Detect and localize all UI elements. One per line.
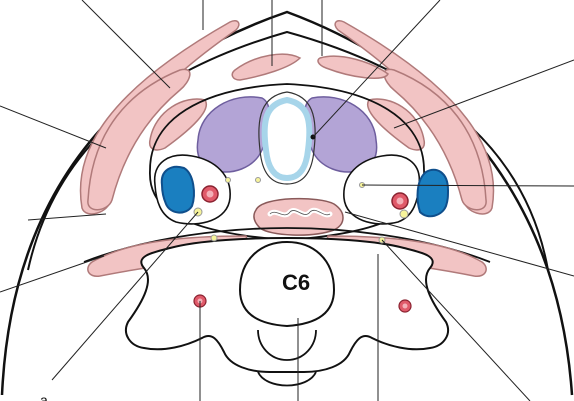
nerve-dot-left <box>211 235 217 241</box>
vertebral-artery-right-lumen <box>403 304 408 309</box>
sternohyoid-muscle-left <box>232 54 300 80</box>
lymph-node-dot-left <box>256 178 261 183</box>
common-carotid-lumen-left <box>207 191 214 198</box>
spinous-process <box>258 372 316 386</box>
trachea-ring <box>265 100 310 178</box>
internal-jugular-vein-left <box>162 167 194 213</box>
sympathetic-trunk-left <box>226 178 231 183</box>
internal-jugular-vein-right <box>418 170 448 217</box>
common-carotid-lumen-right <box>397 198 404 205</box>
vertebra-label: C6 <box>282 270 310 295</box>
partial-label: a <box>40 392 48 401</box>
vagus-nerve-right <box>400 210 408 218</box>
